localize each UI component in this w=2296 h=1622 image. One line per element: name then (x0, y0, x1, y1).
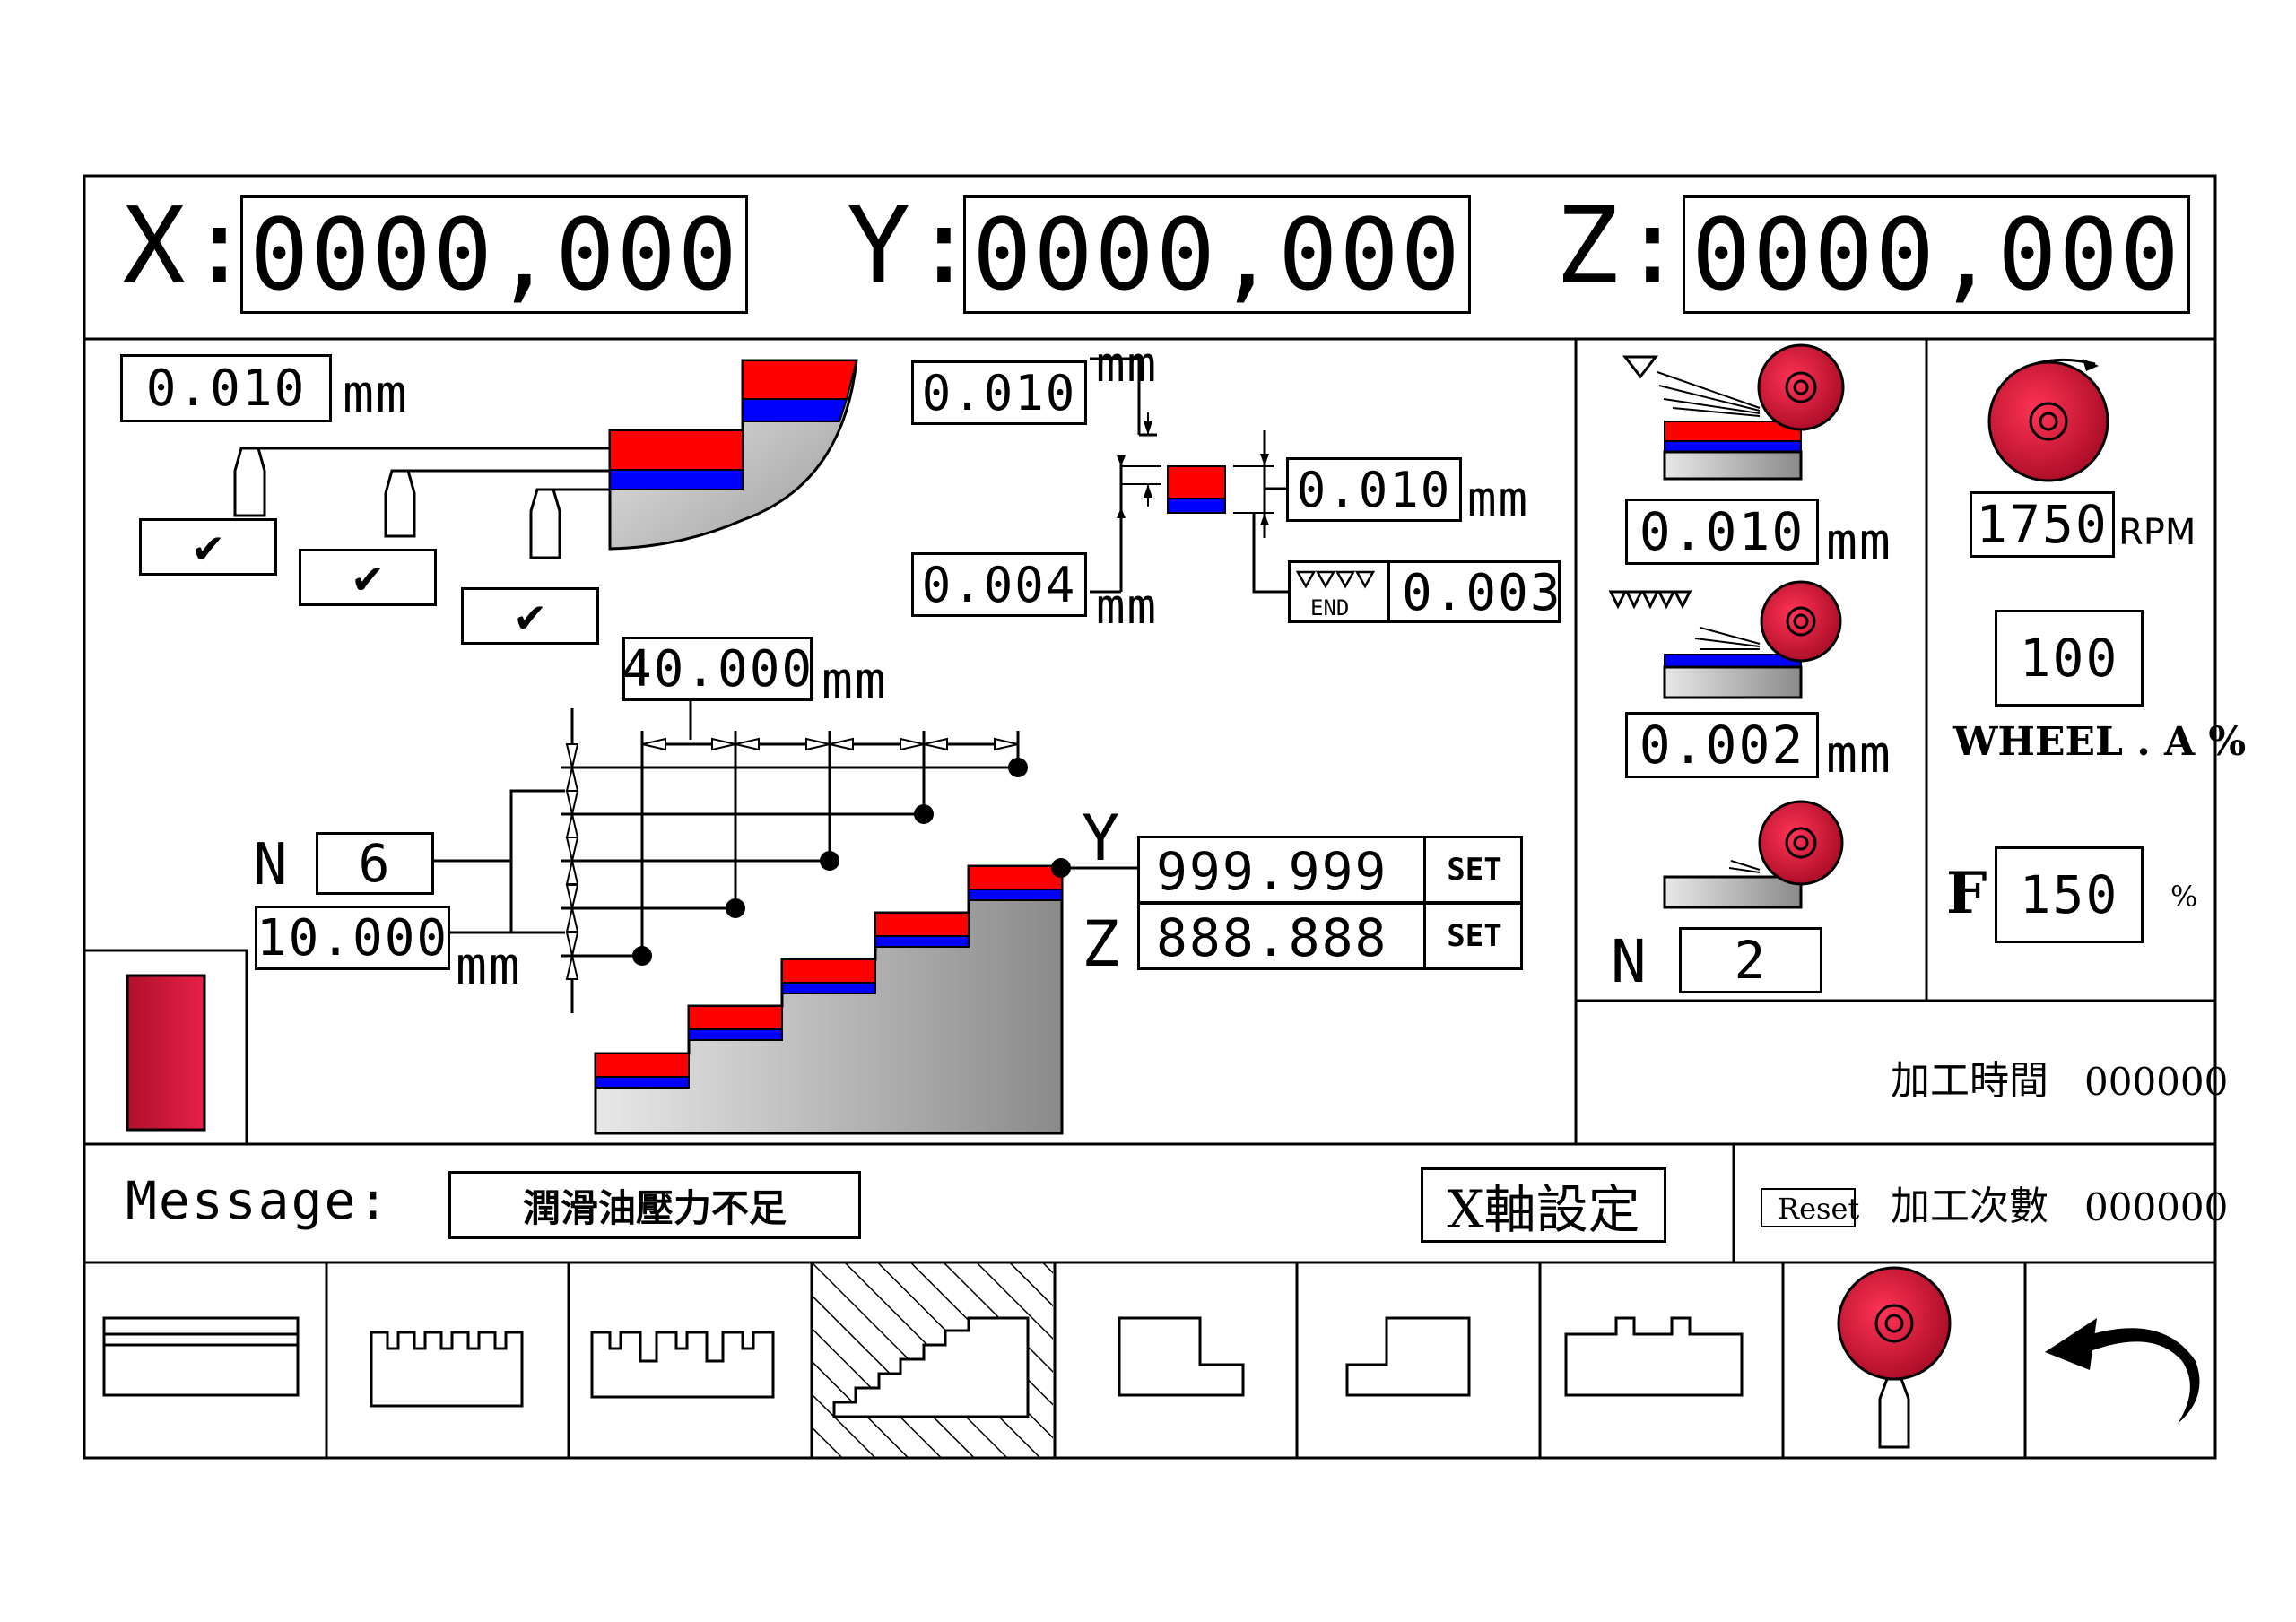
rpm-value: 1750 (1976, 494, 2109, 555)
process-time-label: 加工時間 (1891, 1058, 2048, 1104)
slot-grind-icon[interactable] (326, 1262, 569, 1458)
message-text: 潤滑油壓力不足 (522, 1185, 787, 1230)
z-position-label: Z (1082, 907, 1122, 981)
axis-y-label: Y: (847, 184, 978, 308)
spark-out-value: 2 (1734, 930, 1768, 991)
wheel-dress-icon[interactable] (1779, 1262, 2022, 1458)
spark-out-field[interactable]: 2 (1679, 927, 1822, 993)
z-set-button[interactable]: SET (1423, 905, 1523, 967)
depth-bottom-value: 0.004 (921, 556, 1077, 613)
depth-right-unit: mm (1467, 471, 1530, 527)
z-set-label: SET (1447, 918, 1502, 954)
axis-z-value: 0000,000 (1692, 197, 2181, 312)
wheel-speed-field[interactable]: 100 (1995, 610, 2144, 707)
finish-marks-icon (1295, 570, 1376, 589)
step-height-value: 10.000 (256, 908, 449, 967)
axis-setting-button[interactable]: X軸設定 (1421, 1167, 1666, 1243)
feed-rate-value: 150 (2019, 864, 2119, 925)
rpm-unit: RPM (2118, 512, 2196, 553)
back-arrow-icon[interactable] (2025, 1262, 2215, 1458)
step-count-label: N (253, 832, 290, 898)
depth-top-field[interactable]: 0.010 (911, 360, 1087, 425)
axis-x-value: 0000,000 (249, 197, 739, 312)
flat-grind-icon[interactable] (84, 1262, 326, 1458)
spark-out-label: N (1611, 927, 1648, 996)
feed-rate-unit: % (2170, 880, 2198, 914)
rpm-field[interactable]: 1750 (1970, 491, 2115, 558)
tool2-checkbox[interactable]: ✔ (299, 549, 437, 606)
process-count-value: 000000 (2084, 1185, 2229, 1229)
y-position-label: Y (1082, 802, 1122, 875)
z-position-value: 888.888 (1156, 907, 1388, 968)
depth-right-field[interactable]: 0.010 (1286, 457, 1462, 522)
step-count-value: 6 (358, 833, 392, 894)
step-height-field[interactable]: 10.000 (255, 906, 450, 970)
top-feed-value: 0.010 (145, 359, 307, 418)
axis-y-readout: 0000,000 (963, 195, 1471, 314)
depth-bottom-field[interactable]: 0.004 (911, 552, 1087, 617)
axis-z-label: Z: (1555, 184, 1687, 308)
axis-x-label: X: (122, 184, 254, 308)
check-icon: ✔ (353, 551, 382, 604)
fine-depth-unit: mm (1826, 724, 1892, 785)
process-time-value: 000000 (2084, 1060, 2229, 1104)
end-depth-field[interactable]: END 0.003 (1288, 560, 1561, 623)
step-count-field[interactable]: 6 (316, 832, 434, 895)
y-set-label: SET (1447, 852, 1502, 888)
depth-bottom-unit: mm (1096, 578, 1159, 635)
rough-depth-unit: mm (1826, 511, 1892, 572)
tool1-checkbox[interactable]: ✔ (139, 518, 277, 576)
step-length-value: 40.000 (621, 639, 814, 698)
depth-top-value: 0.010 (921, 364, 1077, 421)
feed-rate-label: F (1946, 860, 1987, 927)
spindle-wheel (1987, 358, 2109, 482)
wheel-speed-value: 100 (2019, 628, 2119, 689)
axis-z-readout: 0000,000 (1683, 195, 2190, 314)
axis-setting-label: X軸設定 (1447, 1179, 1640, 1240)
shoulder-right-icon[interactable] (1295, 1262, 1537, 1458)
rough-depth-field[interactable]: 0.010 (1625, 499, 1819, 565)
rough-grind-diagram (1622, 343, 1845, 481)
reset-button[interactable]: Reset (1778, 1192, 1860, 1226)
spark-out-diagram (1663, 800, 1844, 909)
axis-y-value: 0000,000 (972, 197, 1462, 312)
top-feed-unit: mm (343, 363, 409, 424)
y-set-button[interactable]: SET (1423, 838, 1523, 901)
toolbar (84, 1262, 2215, 1458)
message-label: Message: (126, 1170, 391, 1231)
step-length-unit: mm (822, 650, 888, 711)
process-count-label: 加工次數 (1891, 1184, 2048, 1229)
check-icon: ✔ (194, 520, 222, 574)
message-display: 潤滑油壓力不足 (448, 1171, 861, 1239)
y-position-field[interactable]: 999.999 SET (1137, 836, 1523, 904)
wheel-speed-label: WHEEL . A % (1953, 719, 2247, 765)
end-depth-label-cell: END (1291, 563, 1390, 620)
rough-depth-value: 0.010 (1639, 501, 1805, 562)
depth-top-unit: mm (1096, 336, 1159, 393)
z-position-field[interactable]: 888.888 SET (1137, 902, 1523, 970)
multi-slot-icon[interactable] (569, 1262, 811, 1458)
end-depth-value: 0.003 (1402, 564, 1562, 622)
step-length-field[interactable]: 40.000 (622, 637, 813, 701)
check-icon: ✔ (516, 589, 544, 643)
boss-grind-icon[interactable] (1537, 1262, 1779, 1458)
fine-depth-field[interactable]: 0.002 (1625, 712, 1819, 778)
top-feed-field[interactable]: 0.010 (120, 354, 332, 422)
fine-depth-value: 0.002 (1639, 715, 1805, 776)
end-label: END (1310, 595, 1350, 620)
fine-grind-diagram (1608, 580, 1842, 699)
shoulder-left-icon[interactable] (1053, 1262, 1295, 1458)
depth-right-value: 0.010 (1296, 461, 1452, 518)
step-grind-icon[interactable] (811, 1262, 1053, 1458)
axis-x-readout: 0000,000 (240, 195, 748, 314)
step-height-unit: mm (456, 935, 522, 996)
feed-rate-field[interactable]: 150 (1995, 846, 2144, 943)
y-position-value: 999.999 (1156, 841, 1388, 902)
tool3-checkbox[interactable]: ✔ (461, 587, 599, 645)
